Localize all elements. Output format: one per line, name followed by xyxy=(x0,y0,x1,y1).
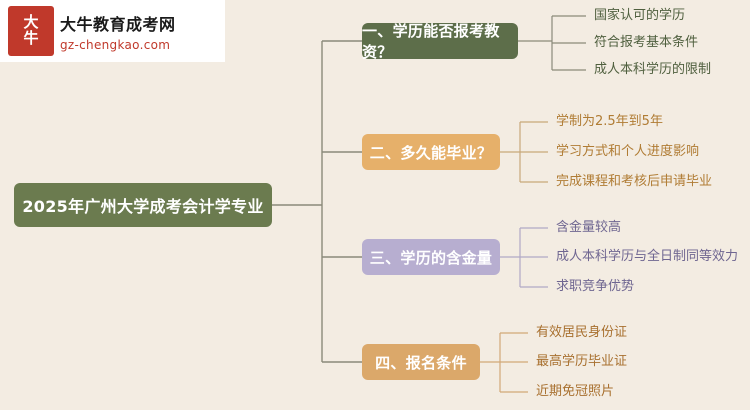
leaf-4-1: 有效居民身份证 xyxy=(536,325,628,340)
branch-node-3[interactable]: 三、学历的含金量 xyxy=(362,239,500,275)
logo-mark-icon: 大 牛 xyxy=(8,6,54,56)
site-logo[interactable]: 大 牛 大牛教育成考网 gz-chengkao.com xyxy=(0,0,225,62)
leaf-3-3: 求职竞争优势 xyxy=(556,279,635,294)
leaf-4-2: 最高学历毕业证 xyxy=(536,354,628,369)
leaf-2-2: 学习方式和个人进度影响 xyxy=(556,144,700,159)
leaf-3-2: 成人本科学历与全日制同等效力 xyxy=(556,249,739,264)
logo-mark-top: 大 xyxy=(23,13,39,32)
logo-mark-bottom: 牛 xyxy=(23,29,39,47)
leaf-2-1: 学制为2.5年到5年 xyxy=(556,114,663,129)
branch-node-2[interactable]: 二、多久能毕业？ xyxy=(362,134,500,170)
branch-node-4[interactable]: 四、报名条件 xyxy=(362,344,480,380)
leaf-2-3: 完成课程和考核后申请毕业 xyxy=(556,174,713,189)
logo-title: 大牛教育成考网 xyxy=(60,14,176,34)
leaf-1-1: 国家认可的学历 xyxy=(594,8,686,23)
mindmap-root-node[interactable]: 2025年广州大学成考会计学专业 xyxy=(14,183,272,227)
branch-node-1[interactable]: 一、学历能否报考教资？ xyxy=(362,22,518,61)
leaf-4-3: 近期免冠照片 xyxy=(536,384,615,399)
logo-text: 大牛教育成考网 gz-chengkao.com xyxy=(60,11,176,52)
leaf-1-2: 符合报考基本条件 xyxy=(594,35,699,50)
leaf-1-3: 成人本科学历的限制 xyxy=(594,62,712,77)
leaf-3-1: 含金量较高 xyxy=(556,220,622,235)
logo-subtitle: gz-chengkao.com xyxy=(60,37,171,52)
